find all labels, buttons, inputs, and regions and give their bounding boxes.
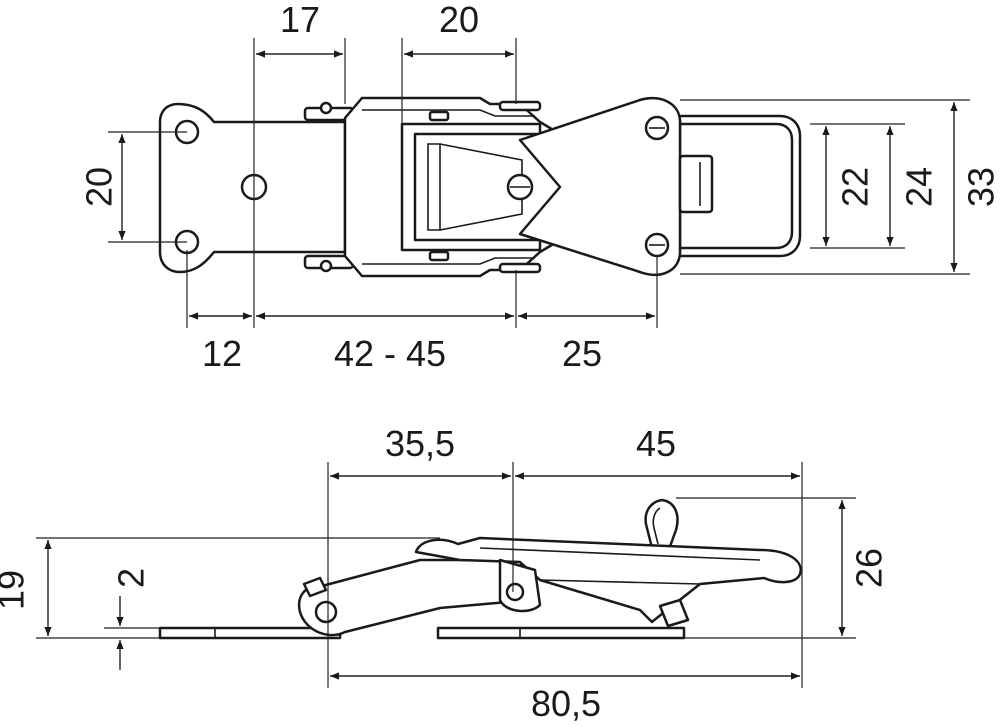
dimension-2: 2 (111, 568, 152, 588)
dimension-42-45: 42 - 45 (334, 333, 446, 374)
dimension-22: 22 (835, 167, 876, 207)
dimension-20-left: 20 (79, 167, 120, 207)
hook-plate (518, 97, 682, 277)
top-view-dimension-lines (118, 50, 958, 320)
dimension-35-5: 35,5 (385, 423, 455, 464)
top-view-extension-lines (108, 38, 970, 328)
side-view-dimension-lines (44, 472, 846, 680)
rivet-head (319, 101, 333, 115)
dimension-12: 12 (202, 333, 242, 374)
wire-loop (678, 114, 802, 258)
catch-block (678, 154, 714, 214)
dimension-45: 45 (636, 423, 676, 464)
lever-frame (400, 122, 542, 252)
dimension-26: 26 (849, 548, 890, 588)
base-plate-right (436, 626, 686, 640)
rivet-head (319, 259, 333, 273)
top-view-drawing (158, 96, 802, 278)
side-view-drawing (158, 498, 802, 640)
dimension-25: 25 (562, 333, 602, 374)
dimension-80-5: 80,5 (531, 683, 601, 724)
lever-arm (297, 558, 532, 637)
clamp-lever (414, 536, 802, 624)
dimension-20-top: 20 (439, 0, 479, 40)
pivot-pin (314, 600, 338, 624)
dimension-33: 33 (961, 167, 1000, 207)
side-view-extension-lines (36, 462, 856, 688)
dimension-24: 24 (899, 167, 940, 207)
dimension-19: 19 (0, 570, 32, 610)
dimension-17: 17 (280, 0, 320, 40)
